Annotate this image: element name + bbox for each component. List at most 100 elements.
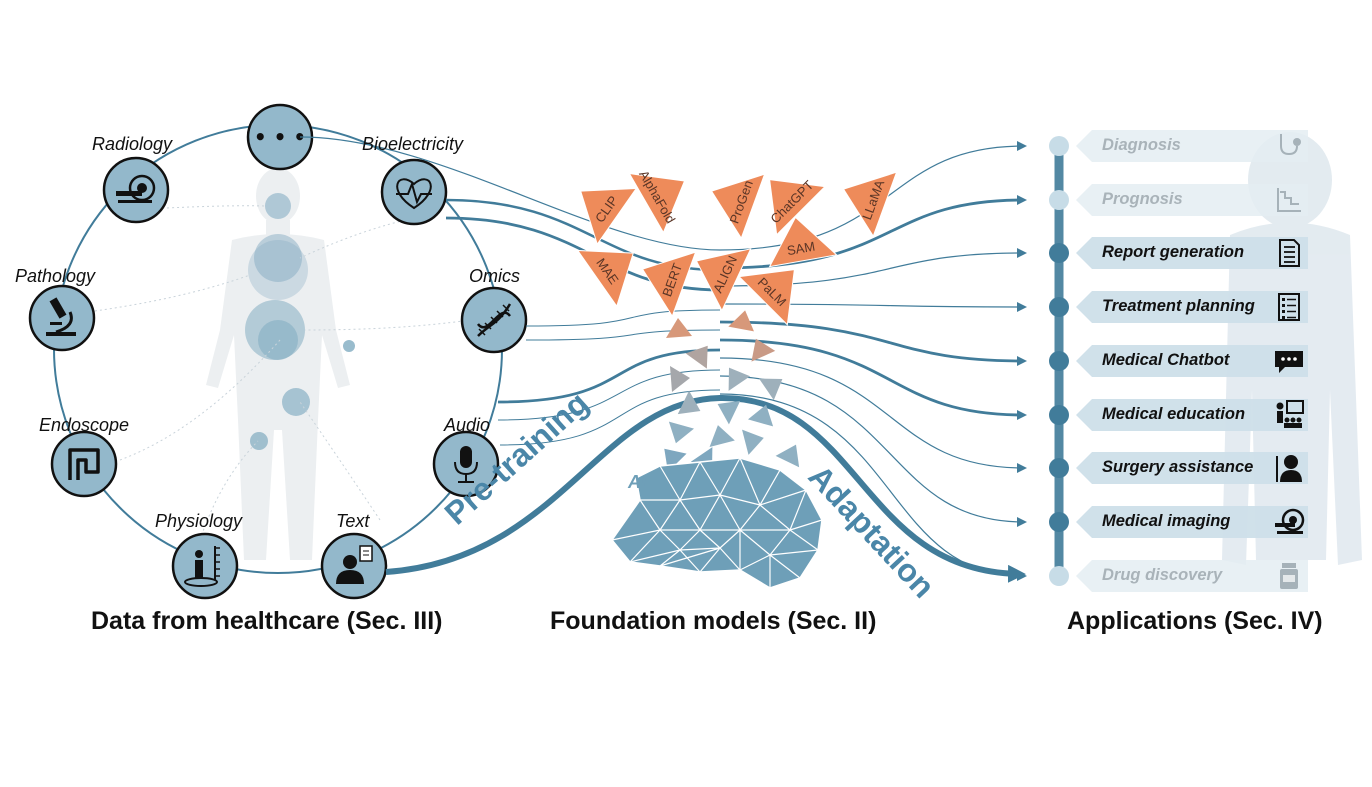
app-box [1076, 506, 1308, 538]
app-prognosis [1049, 184, 1308, 216]
model-shard [775, 444, 800, 468]
app-label: Medical education [1102, 405, 1246, 423]
output-flow-line [719, 301, 1027, 312]
model-chatgpt: ChatGPT [767, 177, 826, 236]
model-shard [685, 345, 708, 369]
rail-node [1049, 297, 1069, 317]
ellipsis-glyph: • • • [254, 125, 306, 149]
mesh-edge [789, 519, 823, 531]
model-llama: LLaMA [842, 171, 898, 238]
model-bert: BERT [641, 251, 697, 318]
app-box [1076, 184, 1308, 216]
input-flow-line [499, 389, 721, 446]
mesh-edge [659, 465, 681, 501]
mesh-edge [699, 547, 721, 573]
mesh-edge [629, 549, 681, 563]
dna-node [460, 286, 528, 354]
doctor-document-node [320, 532, 388, 600]
heart-ecg-icon [396, 178, 432, 210]
model-sam: SAM [768, 216, 838, 268]
app-drug-discovery [1049, 560, 1308, 592]
output-flow-line [719, 357, 1027, 473]
app-medical-imaging [1049, 506, 1308, 538]
rail-node [1049, 566, 1069, 586]
heart-ecg-node [380, 158, 448, 226]
rail-node [1049, 351, 1069, 371]
app-row: Surgery assistance [1076, 452, 1308, 484]
declining-chart-icon [1277, 188, 1301, 212]
rail-node [1049, 190, 1069, 210]
app-box [1076, 399, 1308, 431]
mesh-edge [739, 554, 771, 571]
model-label: SAM [786, 239, 816, 259]
mesh-edge [679, 461, 701, 501]
model-align: ALIGN [695, 248, 752, 312]
app-medical-chatbot [1049, 345, 1308, 377]
mesh-edge [659, 547, 721, 567]
ellipsis-icon: • • • [254, 125, 306, 149]
model-shard [717, 400, 741, 425]
app-row: Report generation [1076, 237, 1308, 269]
app-report-generation [1049, 237, 1308, 269]
app-box [1076, 560, 1308, 592]
model-shard [728, 367, 751, 391]
model-mae: MAE [576, 249, 634, 308]
source-label-bioelectricity: Bioelectricity [362, 134, 464, 154]
app-row: Drug discovery [1076, 560, 1308, 592]
mesh-edge [699, 494, 721, 531]
mesh-edge [659, 499, 681, 531]
source-label-radiology: Radiology [92, 134, 173, 154]
app-row: Diagnosis [1076, 130, 1308, 162]
app-label: Report generation [1102, 243, 1245, 261]
mri-scanner-node [102, 156, 170, 224]
input-flow-line [525, 309, 721, 327]
app-label: Drug discovery [1102, 566, 1223, 584]
section-title-data: Data from healthcare (Sec. III) [91, 607, 443, 635]
mri-scanner-icon [1275, 508, 1305, 534]
model-shard [670, 366, 690, 392]
microphone-node [432, 430, 500, 498]
app-diagnosis [1049, 130, 1308, 162]
source-label-physiology: Physiology [155, 511, 243, 531]
dna-icon [476, 303, 512, 337]
model-shard [668, 421, 695, 444]
mesh-edge [611, 529, 661, 541]
app-label: Diagnosis [1102, 136, 1181, 154]
app-treatment-planning [1049, 291, 1308, 323]
rail-node [1049, 512, 1069, 532]
model-shard [709, 425, 735, 447]
lecture-icon [1276, 400, 1304, 428]
body-organs [245, 193, 355, 450]
intestine-node [50, 430, 118, 498]
app-surgery-assistance [1049, 452, 1308, 484]
microscope-icon [46, 297, 76, 336]
checklist-icon [1278, 293, 1300, 321]
human-body [206, 168, 350, 560]
model-alphafold: AlphaFold [628, 168, 686, 234]
mesh-edge [659, 549, 681, 567]
model-shard [742, 429, 764, 455]
app-row: Treatment planning [1076, 291, 1308, 323]
model-shard [728, 310, 754, 332]
app-box [1076, 345, 1308, 377]
app-medical-education [1049, 399, 1308, 431]
output-flow-line [719, 338, 1027, 420]
mesh-edge [699, 461, 721, 496]
height-measure-icon [184, 546, 220, 587]
microscope-node [28, 284, 96, 352]
ai-label: AI [627, 472, 647, 492]
intestine-icon [68, 448, 100, 480]
doctor-document-icon [336, 545, 373, 584]
app-label: Surgery assistance [1102, 458, 1254, 476]
mesh-edge [679, 499, 701, 531]
app-label: Prognosis [1102, 190, 1183, 208]
microphone-icon [454, 446, 478, 483]
mesh-edge [769, 549, 819, 556]
input-flow-line [497, 348, 721, 404]
model-shard [747, 404, 774, 427]
mesh-edge [739, 504, 761, 531]
mesh-edge [739, 529, 771, 556]
central-flow-arc [385, 394, 1026, 583]
app-label: Treatment planning [1102, 297, 1255, 315]
